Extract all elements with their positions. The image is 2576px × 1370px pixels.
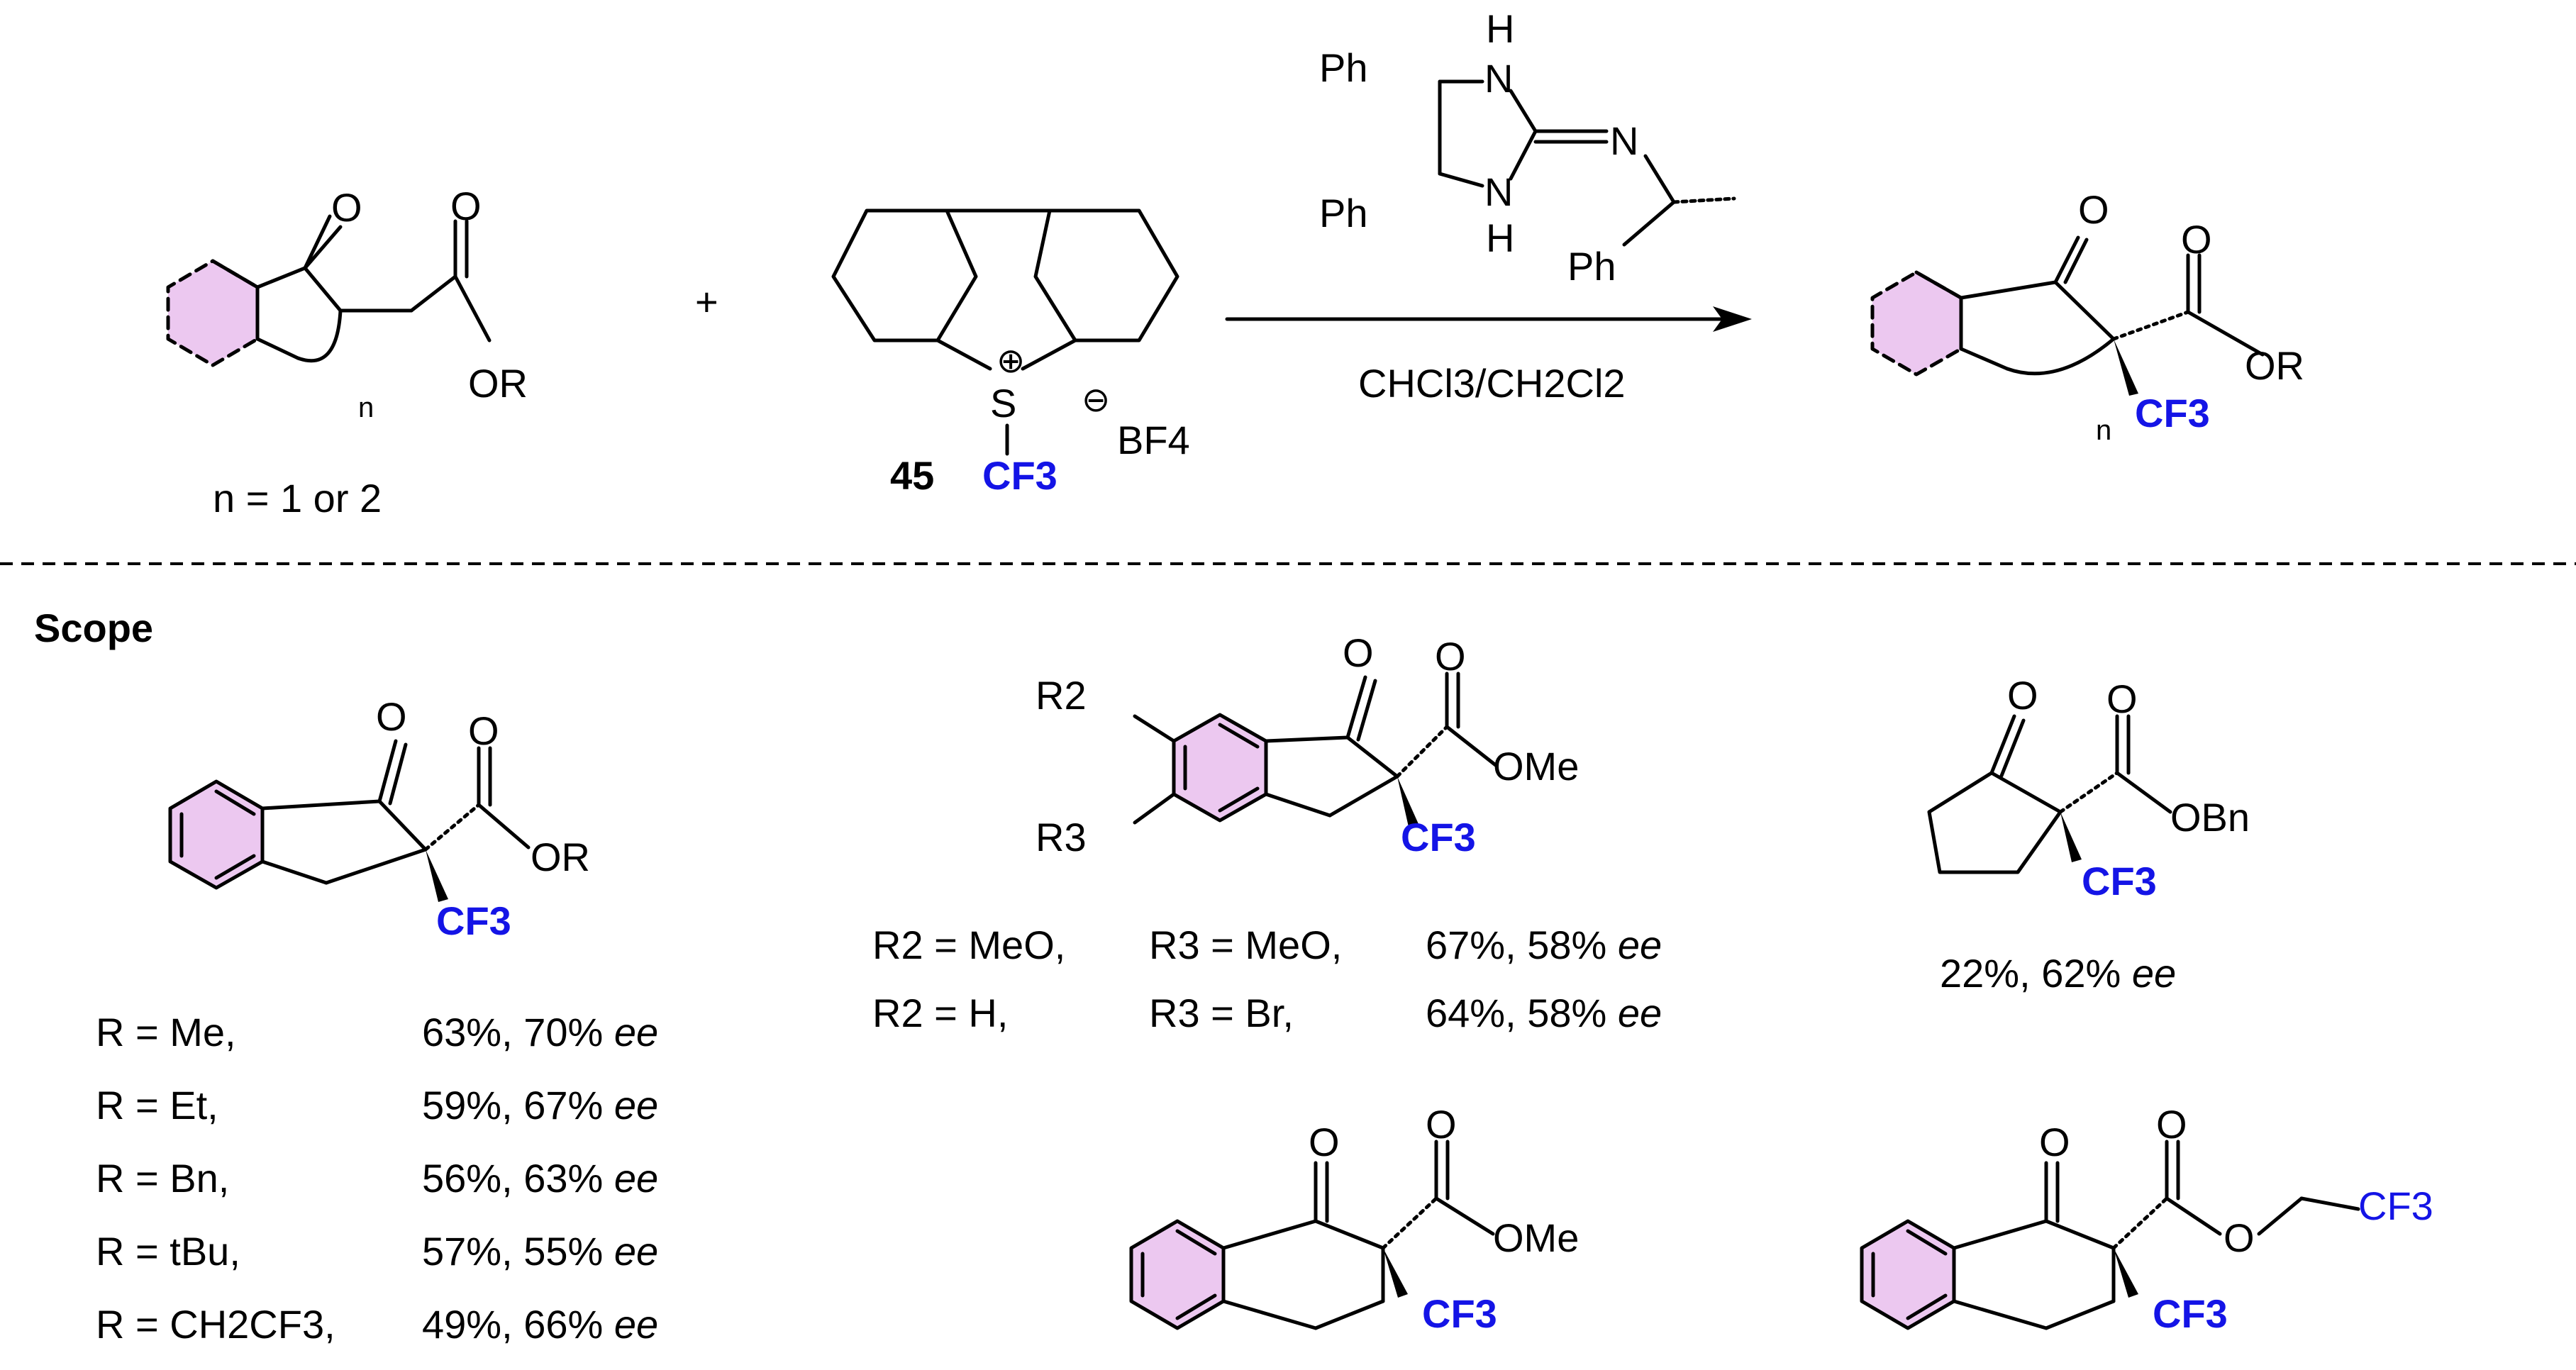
tetralone-ome-carbonyl-O: O bbox=[1309, 1120, 1340, 1164]
catalyst-N-1: N bbox=[1484, 56, 1513, 101]
catalyst-Ph-2: Ph bbox=[1319, 191, 1368, 235]
substituted-row-r3: R3 = MeO, bbox=[1149, 923, 1342, 967]
indanone-row-result: 57%, 55% ee bbox=[422, 1229, 658, 1274]
substituted-carbonyl-O: O bbox=[1343, 630, 1374, 675]
substituted-ester-O: O bbox=[1435, 634, 1466, 679]
product-CF3: CF3 bbox=[2135, 391, 2210, 435]
indanone-ester-O: O bbox=[468, 708, 499, 753]
cyclopentanone-result: 22%, 62% ee bbox=[1940, 951, 2176, 996]
indanone-row: R = Et, 59%, 67% ee bbox=[96, 1083, 658, 1127]
catalyst-N-2: N bbox=[1484, 169, 1513, 214]
indanone-results: R = Me, 63%, 70% ee R = Et, 59%, 67% ee … bbox=[96, 1010, 658, 1347]
tetralone-ome-ring-highlight bbox=[1131, 1221, 1223, 1328]
substrate-n-label: n bbox=[358, 392, 374, 423]
indanone-row-r: R = Me, bbox=[96, 1010, 236, 1054]
catalyst-structure: Ph Ph H N N H N Ph bbox=[1319, 6, 1736, 289]
tetralone-ome-OMe: OMe bbox=[1493, 1215, 1579, 1260]
reagent-S: S bbox=[990, 381, 1016, 425]
tetralone-tfe-ester-O: O bbox=[2156, 1102, 2187, 1147]
substrate-ester-O: O bbox=[450, 184, 482, 228]
plus-sign: + bbox=[695, 279, 718, 324]
substituted-row-r2: R2 = H, bbox=[872, 991, 1008, 1035]
indanone-carbonyl-O: O bbox=[376, 694, 407, 739]
reagent-number: 45 bbox=[890, 453, 934, 498]
indanone-row-r: R = Et, bbox=[96, 1083, 218, 1127]
substrate-n-note: n = 1 or 2 bbox=[213, 476, 382, 520]
tetralone-tfe-ring-highlight bbox=[1862, 1221, 1954, 1328]
reaction-conditions: CHCl3/CH2Cl2 bbox=[1358, 361, 1626, 406]
catalyst-H-2: H bbox=[1486, 216, 1514, 260]
cyclopentanone-OBn: OBn bbox=[2170, 795, 2250, 840]
cyclopentanone-CF3: CF3 bbox=[2082, 859, 2157, 903]
scope-cyclopentanone-structure: O O OBn CF3 bbox=[1927, 673, 2250, 903]
tetralone-tfe-carbonyl-O: O bbox=[2039, 1120, 2070, 1164]
indanone-row-result: 56%, 63% ee bbox=[422, 1156, 658, 1201]
scope-tetralone-tfe-structure: O O O CF3 CF3 bbox=[1860, 1102, 2433, 1336]
substrate-ester-OR: OR bbox=[468, 361, 528, 406]
tetralone-tfe-ester-CF3: CF3 bbox=[2358, 1184, 2433, 1228]
scope-substituted-structure: R2 R3 O O OMe CF3 bbox=[1036, 630, 1579, 859]
product-ester-O: O bbox=[2181, 217, 2212, 262]
indanone-row-r: R = Bn, bbox=[96, 1156, 229, 1201]
substituted-R3: R3 bbox=[1036, 815, 1087, 859]
substituted-ring-highlight bbox=[1174, 715, 1266, 820]
catalyst-H-1: H bbox=[1486, 6, 1514, 51]
substrate-structure: O O OR n n = 1 or 2 bbox=[166, 184, 528, 520]
indanone-row-result: 59%, 67% ee bbox=[422, 1083, 658, 1127]
indanone-row-r: R = tBu, bbox=[96, 1229, 240, 1274]
tetralone-ome-ester-O: O bbox=[1426, 1102, 1457, 1147]
scope-indanone-structure: O O OR CF3 bbox=[168, 694, 590, 943]
scope-tetralone-ome-structure: O O OMe CF3 bbox=[1129, 1102, 1579, 1336]
indanone-row: R = tBu, 57%, 55% ee bbox=[96, 1229, 658, 1274]
product-carbonyl-O: O bbox=[2078, 187, 2109, 232]
cyclopentanone-ester-O: O bbox=[2106, 676, 2138, 721]
indanone-CF3: CF3 bbox=[436, 898, 511, 943]
tetralone-tfe-CF3: CF3 bbox=[2153, 1291, 2228, 1336]
substituted-row-result: 67%, 58% ee bbox=[1426, 923, 1662, 967]
substituted-row-result: 64%, 58% ee bbox=[1426, 991, 1662, 1035]
reagent-positive-charge: ⊕ bbox=[996, 342, 1025, 380]
catalyst-Ph-3: Ph bbox=[1567, 244, 1616, 289]
cyclopentanone-carbonyl-O: O bbox=[2007, 673, 2038, 718]
indanone-ring-highlight bbox=[170, 781, 262, 888]
product-structure: O O OR n CF3 bbox=[1870, 187, 2304, 446]
aromatic-ring-highlight bbox=[168, 261, 257, 365]
indanone-OR: OR bbox=[531, 835, 590, 879]
substituted-row: R2 = H, R3 = Br, 64%, 58% ee bbox=[872, 991, 1662, 1035]
scope-heading: Scope bbox=[34, 606, 153, 650]
indanone-row: R = CH2CF3, 49%, 66% ee bbox=[96, 1302, 658, 1347]
indanone-row: R = Bn, 56%, 63% ee bbox=[96, 1156, 658, 1201]
product-aromatic-ring-highlight bbox=[1872, 272, 1961, 374]
indanone-row: R = Me, 63%, 70% ee bbox=[96, 1010, 658, 1054]
reagent-CF3: CF3 bbox=[982, 453, 1057, 498]
substituted-OMe: OMe bbox=[1493, 744, 1579, 789]
indanone-row-r: R = CH2CF3, bbox=[96, 1302, 335, 1347]
reaction-arrow bbox=[1225, 306, 1752, 332]
reagent-45-structure: S ⊕ 45 CF3 ⊖ BF4 bbox=[831, 208, 1190, 498]
catalyst-N-3: N bbox=[1610, 118, 1638, 163]
substituted-row-r3: R3 = Br, bbox=[1149, 991, 1294, 1035]
catalyst-Ph-1: Ph bbox=[1319, 45, 1368, 90]
indanone-row-result: 63%, 70% ee bbox=[422, 1010, 658, 1054]
product-n-label: n bbox=[2096, 415, 2111, 446]
substituted-R2: R2 bbox=[1036, 673, 1087, 718]
substituted-CF3: CF3 bbox=[1401, 815, 1476, 859]
counterion-charge: ⊖ bbox=[1082, 382, 1110, 419]
counterion: BF4 bbox=[1117, 418, 1190, 462]
tetralone-tfe-ether-O: O bbox=[2224, 1215, 2255, 1260]
substituted-row: R2 = MeO, R3 = MeO, 67%, 58% ee bbox=[872, 923, 1662, 967]
indanone-row-result: 49%, 66% ee bbox=[422, 1302, 658, 1347]
product-ester-OR: OR bbox=[2245, 343, 2304, 388]
tetralone-ome-CF3: CF3 bbox=[1422, 1291, 1497, 1336]
substituted-results: R2 = MeO, R3 = MeO, 67%, 58% ee R2 = H, … bbox=[872, 923, 1662, 1035]
substituted-row-r2: R2 = MeO, bbox=[872, 923, 1065, 967]
substrate-carbonyl-O: O bbox=[331, 185, 362, 230]
